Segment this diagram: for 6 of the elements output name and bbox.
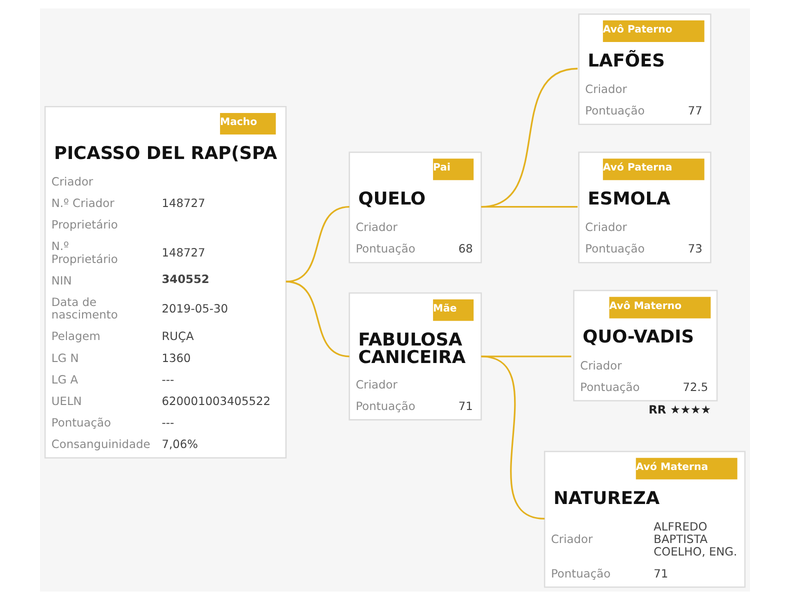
connector bbox=[481, 68, 578, 208]
connector bbox=[286, 280, 350, 358]
connector bbox=[481, 206, 578, 208]
connector bbox=[481, 356, 545, 520]
node-label: RR ★★★★ bbox=[648, 402, 712, 417]
connector bbox=[286, 206, 350, 282]
